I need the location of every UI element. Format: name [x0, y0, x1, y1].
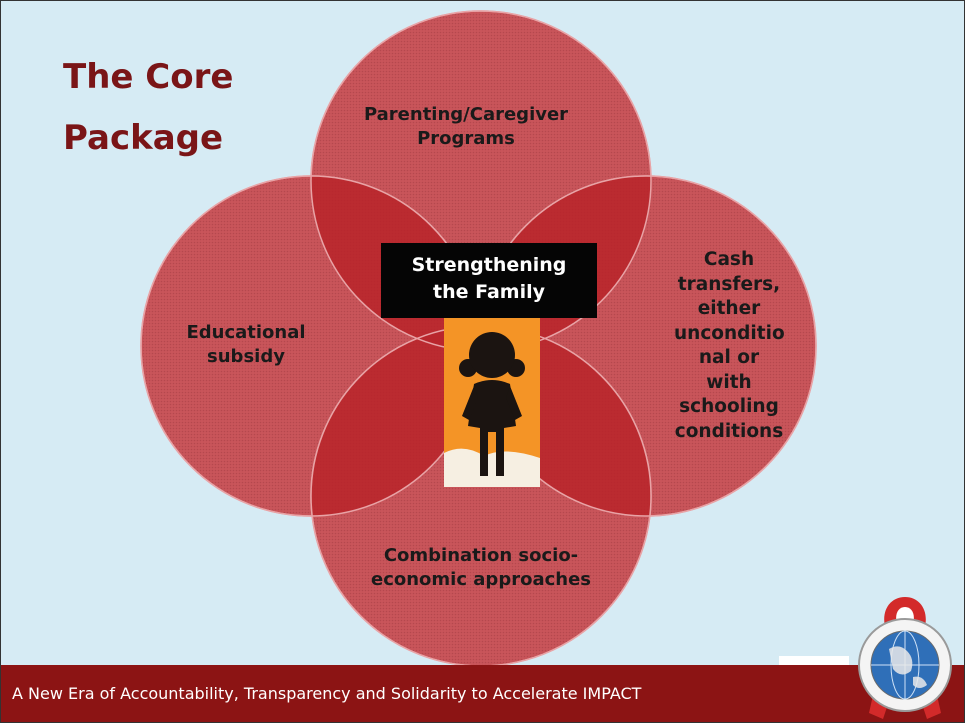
label-left-line-1: Educational [186, 322, 306, 343]
child-silhouette-icon [444, 318, 540, 487]
footer-tagline: A New Era of Accountability, Transparenc… [12, 684, 642, 703]
label-right-line-5: nal or with [698, 347, 760, 393]
center-title-line-2: the Family [432, 281, 545, 303]
footer-bar [1, 665, 964, 722]
ribbon-fragment [779, 656, 849, 665]
center-title-line-1: Strengthening [411, 254, 567, 276]
label-right-line-6: schooling [679, 396, 779, 417]
label-bottom-line-1: Combination socio- [383, 545, 579, 566]
label-top-circle: Parenting/Caregiver Programs [356, 103, 576, 151]
label-left-circle: Educational subsidy [171, 321, 321, 369]
slide-title: The Core Package [63, 47, 303, 169]
label-bottom-line-2: economic approaches [371, 569, 591, 590]
label-bottom-circle: Combination socio- economic approaches [351, 544, 611, 592]
title-line-2: Package [63, 118, 224, 158]
label-right-line-1: Cash [703, 249, 755, 270]
label-left-line-2: subsidy [207, 346, 285, 367]
label-right-line-7: conditions [674, 420, 784, 442]
label-top-line-1: Parenting/Caregiver [363, 104, 569, 125]
label-right-line-4: unconditio [674, 322, 785, 344]
label-right-line-2: transfers, [677, 273, 781, 295]
label-right-circle: Cash transfers, either unconditio nal or… [674, 248, 785, 444]
pepfar-seal-icon [858, 597, 952, 719]
center-title-box: Strengthening the Family [381, 243, 597, 318]
title-line-1: The Core [63, 57, 234, 97]
label-right-line-3: either [697, 298, 761, 319]
label-top-line-2: Programs [417, 128, 515, 149]
